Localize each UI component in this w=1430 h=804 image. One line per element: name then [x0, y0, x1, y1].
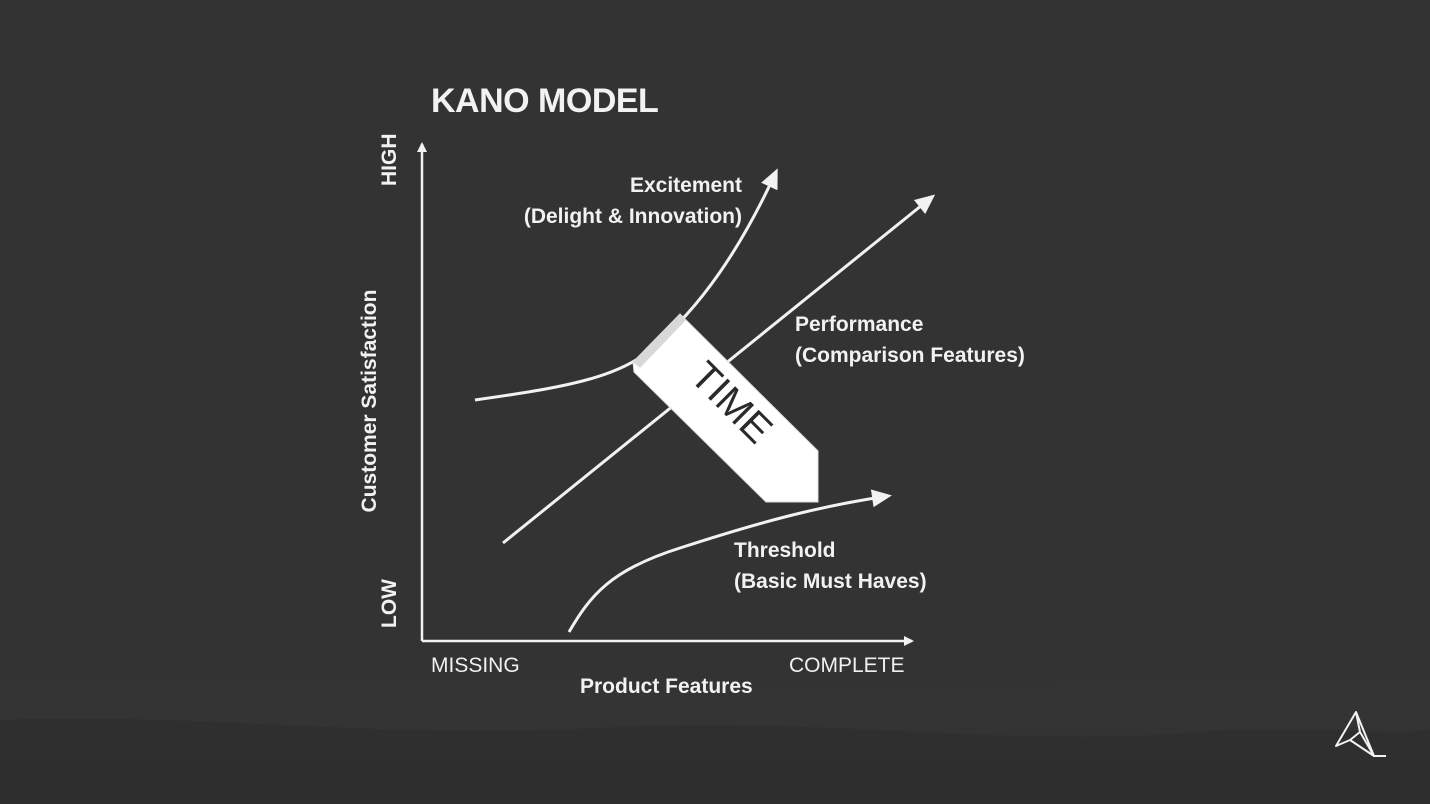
x-axis-missing-label: MISSING	[431, 654, 520, 677]
time-arrow-edge	[633, 314, 686, 368]
diagram-title: KANO MODEL	[431, 82, 658, 120]
x-axis-label: Product Features	[580, 675, 753, 698]
y-axis-low-label: LOW	[378, 579, 401, 628]
y-axis-high-label: HIGH	[378, 134, 401, 187]
performance-label: Performance	[795, 313, 923, 336]
time-arrow: TIME	[632, 313, 819, 503]
x-axis-complete-label: COMPLETE	[789, 654, 905, 677]
threshold-curve	[567, 489, 892, 633]
excitement-label: Excitement	[630, 174, 742, 197]
y-axis-label: Customer Satisfaction	[358, 290, 381, 513]
triangle-logo-icon	[1335, 711, 1386, 757]
excitement-sublabel: (Delight & Innovation)	[524, 205, 742, 228]
threshold-sublabel: (Basic Must Haves)	[734, 570, 927, 593]
performance-sublabel: (Comparison Features)	[795, 344, 1025, 367]
threshold-label: Threshold	[734, 539, 836, 562]
